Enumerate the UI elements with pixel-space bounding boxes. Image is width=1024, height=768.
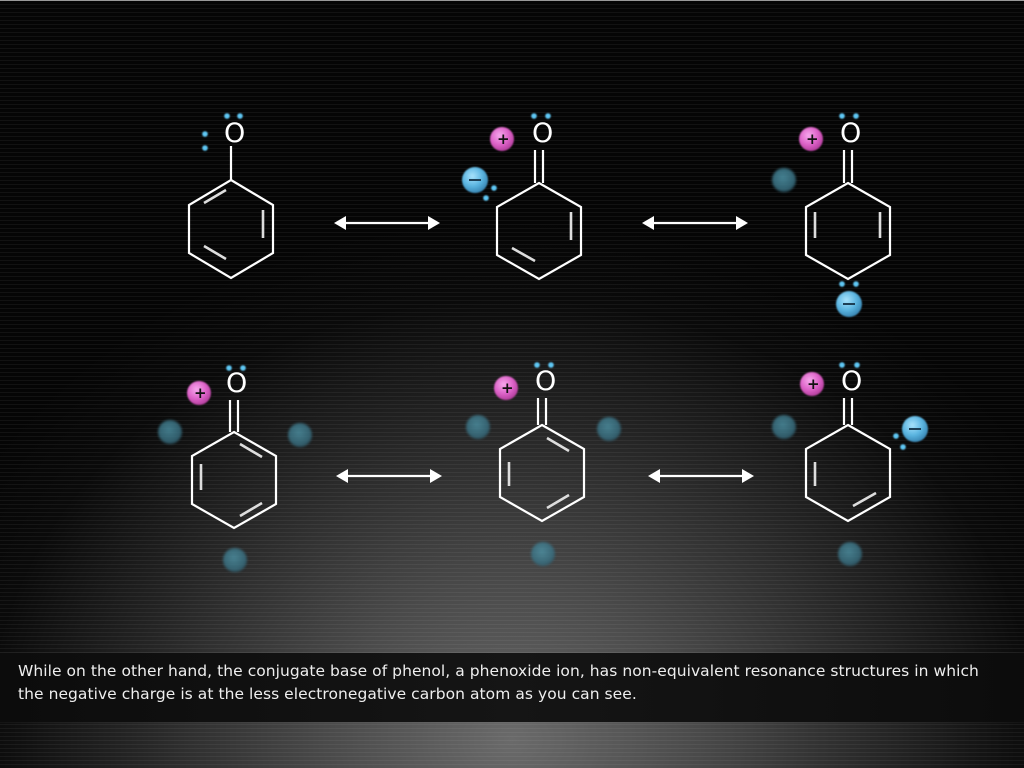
lone-pair-dots [839, 362, 906, 450]
lone-pair-dot [548, 362, 554, 368]
ring-double-bond-inner [511, 246, 536, 263]
negative-charge-bubble [836, 291, 862, 317]
positive-charge-bubble: + [494, 376, 518, 400]
resonance-arrow-top-1 [334, 216, 440, 230]
ring-double-bond-inner [203, 244, 227, 261]
lone-pair-dot [226, 365, 232, 371]
benzene-ring [187, 178, 275, 280]
benzene-ring [495, 181, 583, 281]
ring-double-bond-inner [239, 501, 263, 518]
positive-charge-bubble: + [490, 127, 514, 151]
resonance-arrow-top-2 [642, 216, 748, 230]
ring-double-bond-inner [852, 491, 877, 508]
benzene-ring [498, 423, 586, 523]
structure-bottom-1 [190, 400, 278, 530]
ring-double-bond-inner [546, 436, 570, 453]
lone-pair-dot [853, 113, 859, 119]
lone-pair-dot [491, 185, 497, 191]
oxygen-atom-label: O [532, 118, 553, 149]
positive-charge-bubble: + [800, 372, 824, 396]
lone-pair-dots [483, 113, 551, 201]
lone-pair-dots [534, 362, 554, 368]
lone-pair-dot [900, 444, 906, 450]
lone-pair-dot [531, 113, 537, 119]
svg-text:+: + [194, 384, 207, 402]
positive-charge-bubble: + [187, 381, 211, 405]
svg-text:+: + [806, 130, 819, 148]
benzene-ring [804, 423, 892, 523]
lone-pair-dot [854, 362, 860, 368]
svg-text:+: + [807, 375, 820, 393]
structure-bottom-3-ortho-right-carbanion [804, 398, 892, 523]
resonance-arrow-bottom-1 [336, 469, 442, 483]
negative-charge-bubble-faded [772, 168, 796, 192]
ring-double-bond-inner [203, 188, 227, 205]
caption-bar: While on the other hand, the conjugate b… [0, 653, 1024, 722]
lone-pair-dot [202, 131, 208, 137]
top-border [0, 0, 1024, 1]
svg-text:+: + [497, 130, 510, 148]
negative-charge-bubble-faded [158, 420, 312, 572]
structure-top-1-phenoxide [187, 146, 275, 280]
oxygen-atom-label: O [840, 118, 861, 149]
lone-pair-dot [534, 362, 540, 368]
lone-pair-dot [202, 145, 208, 151]
structure-bottom-2 [498, 398, 586, 523]
lone-pair-dot [224, 113, 230, 119]
lone-pair-dot [483, 195, 489, 201]
positive-charge-bubble: + [799, 127, 823, 151]
lone-pair-dot [237, 113, 243, 119]
oxygen-atom-label: O [841, 366, 862, 397]
lone-pair-dot [545, 113, 551, 119]
lone-pair-dot [893, 433, 899, 439]
negative-charge-bubble [462, 167, 488, 193]
lone-pair-dots [226, 365, 246, 371]
lone-pair-dots [839, 113, 859, 287]
lone-pair-dot [839, 113, 845, 119]
structure-top-3-para-carbanion [804, 150, 892, 281]
lone-pair-dot [853, 281, 859, 287]
ring-double-bond-inner [239, 442, 263, 459]
caption-text: While on the other hand, the conjugate b… [18, 662, 979, 703]
resonance-arrow-bottom-2 [648, 469, 754, 483]
ring-double-bond-inner [546, 493, 570, 510]
oxygen-atom-label: O [224, 118, 245, 149]
lone-pair-dot [839, 362, 845, 368]
negative-charge-bubble-faded [772, 415, 862, 566]
negative-charge-bubble-faded [466, 415, 621, 566]
oxygen-atom-label: O [535, 366, 556, 397]
svg-text:+: + [501, 379, 514, 397]
oxygen-atom-label: O [226, 368, 247, 399]
negative-charge-bubble [902, 416, 928, 442]
lone-pair-dots [202, 113, 243, 151]
lone-pair-dot [839, 281, 845, 287]
lone-pair-dot [240, 365, 246, 371]
benzene-ring [804, 181, 892, 281]
structure-top-2-ortho-carbanion [495, 150, 583, 281]
benzene-ring [190, 430, 278, 530]
